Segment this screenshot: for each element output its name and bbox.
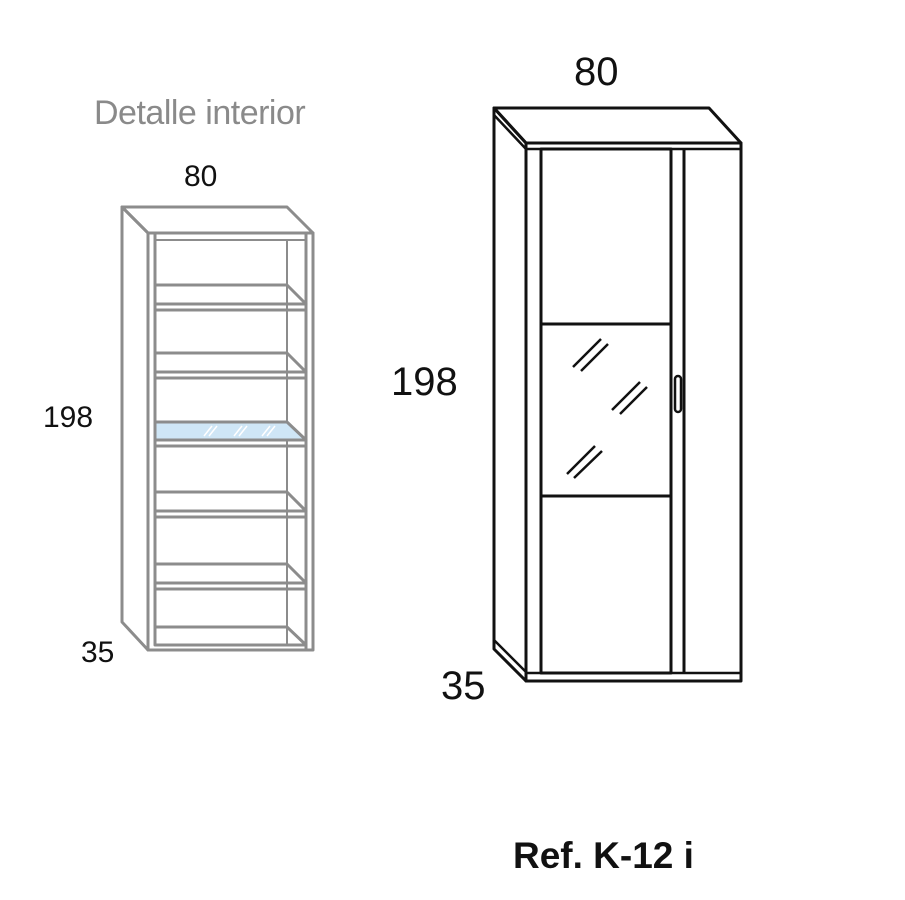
interior-height-label: 198 xyxy=(43,401,94,434)
cabinet-depth-label: 35 xyxy=(441,664,486,708)
interior-bottom-shelf xyxy=(153,625,308,647)
cabinet-drawing xyxy=(492,106,743,683)
interior-width-label: 80 xyxy=(184,160,218,193)
interior-detail-title: Detalle interior xyxy=(94,94,306,132)
cabinet-left-door xyxy=(539,147,673,675)
interior-shelf xyxy=(153,351,308,380)
interior-side-face xyxy=(120,205,150,652)
interior-glass-shelf xyxy=(153,420,308,448)
interior-shelving-unit xyxy=(120,205,315,652)
cabinet-width-label: 80 xyxy=(574,50,619,94)
cabinet-front-frame xyxy=(524,141,743,683)
cabinet-top-edge xyxy=(493,114,527,150)
interior-front-frame xyxy=(146,231,315,652)
interior-shelf xyxy=(153,283,308,312)
cabinet-top-face xyxy=(492,106,743,145)
glass-panel xyxy=(539,322,673,498)
cabinet-side-face xyxy=(492,106,528,683)
interior-top-face xyxy=(120,205,315,235)
interior-shelf xyxy=(153,490,308,519)
glass-reflection-marks xyxy=(566,338,648,479)
interior-shelf xyxy=(153,562,308,591)
reference-code: Ref. K-12 i xyxy=(513,835,694,876)
interior-depth-label: 35 xyxy=(81,636,115,669)
door-handle-icon xyxy=(673,374,683,414)
cabinet-height-label: 198 xyxy=(391,360,458,404)
